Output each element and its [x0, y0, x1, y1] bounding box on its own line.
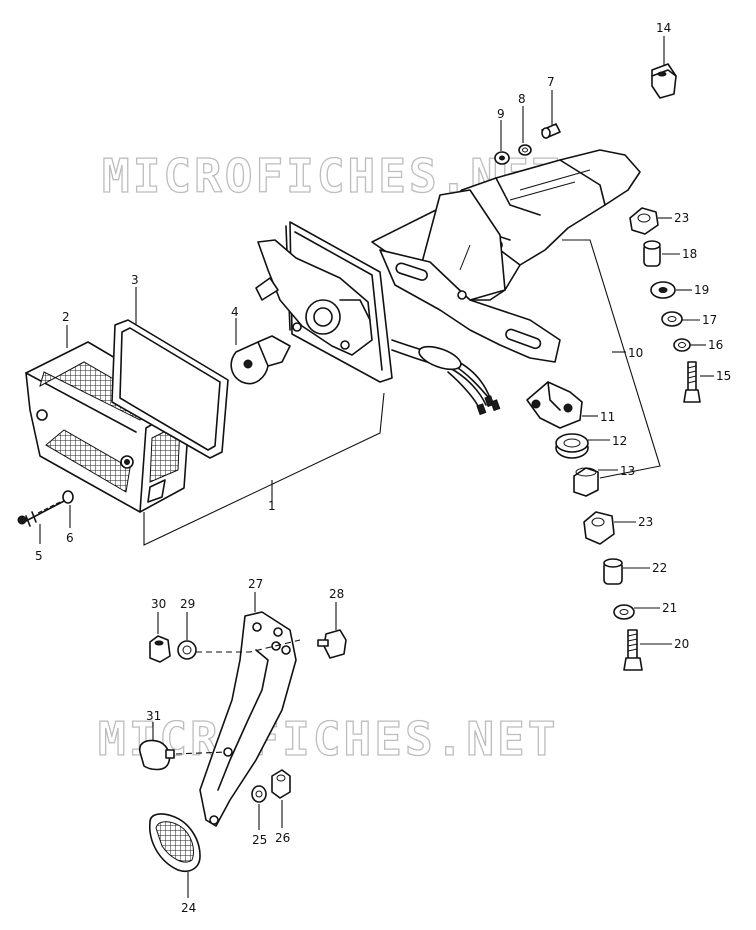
- callout-12: 12: [612, 434, 627, 448]
- nut-23-lower: [583, 511, 615, 545]
- assembly-line-lower: [175, 751, 227, 755]
- callout-9: 9: [497, 107, 505, 121]
- washer-17: [661, 311, 683, 327]
- cap-31: [138, 739, 175, 771]
- callout-18: 18: [682, 247, 697, 261]
- screw-7: [541, 123, 561, 139]
- damper-11: [526, 381, 583, 429]
- lock-washer-16: [673, 338, 691, 352]
- callout-20: 20: [674, 637, 689, 651]
- callout-11: 11: [600, 410, 615, 424]
- callout-17: 17: [702, 313, 717, 327]
- callout-19: 19: [694, 283, 709, 297]
- callout-25: 25: [252, 833, 267, 847]
- part-1-bracket: [143, 392, 385, 546]
- callout-3: 3: [131, 273, 139, 287]
- reflector-bracket: [199, 611, 297, 827]
- collar-18: [643, 240, 661, 267]
- callout-8: 8: [518, 92, 526, 106]
- callout-27: 27: [248, 577, 263, 591]
- callout-22: 22: [652, 561, 667, 575]
- callout-29: 29: [180, 597, 195, 611]
- callout-26: 26: [275, 831, 290, 845]
- grommet-12: [555, 433, 589, 459]
- grommet-14: [651, 63, 677, 99]
- washer-21: [613, 604, 635, 620]
- washer-19: [650, 281, 676, 299]
- callout-16: 16: [708, 338, 723, 352]
- callout-23-lower: 23: [638, 515, 653, 529]
- callout-1: 1: [268, 499, 276, 513]
- washer-9: [494, 151, 510, 165]
- callout-28: 28: [329, 587, 344, 601]
- callout-2: 2: [62, 310, 70, 324]
- callout-13: 13: [620, 464, 635, 478]
- callout-10: 10: [628, 346, 643, 360]
- nut-26: [271, 769, 291, 799]
- lock-washer-25: [251, 785, 267, 803]
- fender-bracket: [371, 149, 641, 363]
- reflector-24: [149, 813, 201, 872]
- washer-8: [518, 144, 532, 156]
- screw-28: [317, 629, 347, 659]
- callout-14: 14: [656, 21, 671, 35]
- callout-5: 5: [35, 549, 43, 563]
- lamp-housing: [255, 221, 501, 416]
- callout-6: 6: [66, 531, 74, 545]
- bulb: [230, 335, 291, 385]
- lens-screw: [17, 499, 67, 527]
- collar-13: [573, 467, 599, 497]
- callout-23-upper: 23: [674, 211, 689, 225]
- callout-24: 24: [181, 901, 196, 915]
- callout-7: 7: [547, 75, 555, 89]
- part-10-bracket: [562, 239, 661, 479]
- lens-washer: [62, 490, 74, 504]
- assembly-line-upper: [196, 639, 301, 653]
- callout-21: 21: [662, 601, 677, 615]
- callout-31: 31: [146, 709, 161, 723]
- bolt-20: [623, 629, 643, 671]
- bolt-15: [683, 361, 701, 403]
- nut-23-upper: [629, 207, 659, 235]
- callout-4: 4: [231, 305, 239, 319]
- callout-30: 30: [151, 597, 166, 611]
- nut-30: [149, 635, 171, 663]
- washer-29: [177, 640, 197, 660]
- callout-numbers: 1 2 3 4 5 6 7 8 9 10 11 12 13 14 15 16 1…: [35, 21, 731, 915]
- callout-15: 15: [716, 369, 731, 383]
- gasket: [111, 319, 229, 459]
- leader-lines: [39, 36, 714, 898]
- collar-22: [603, 558, 623, 585]
